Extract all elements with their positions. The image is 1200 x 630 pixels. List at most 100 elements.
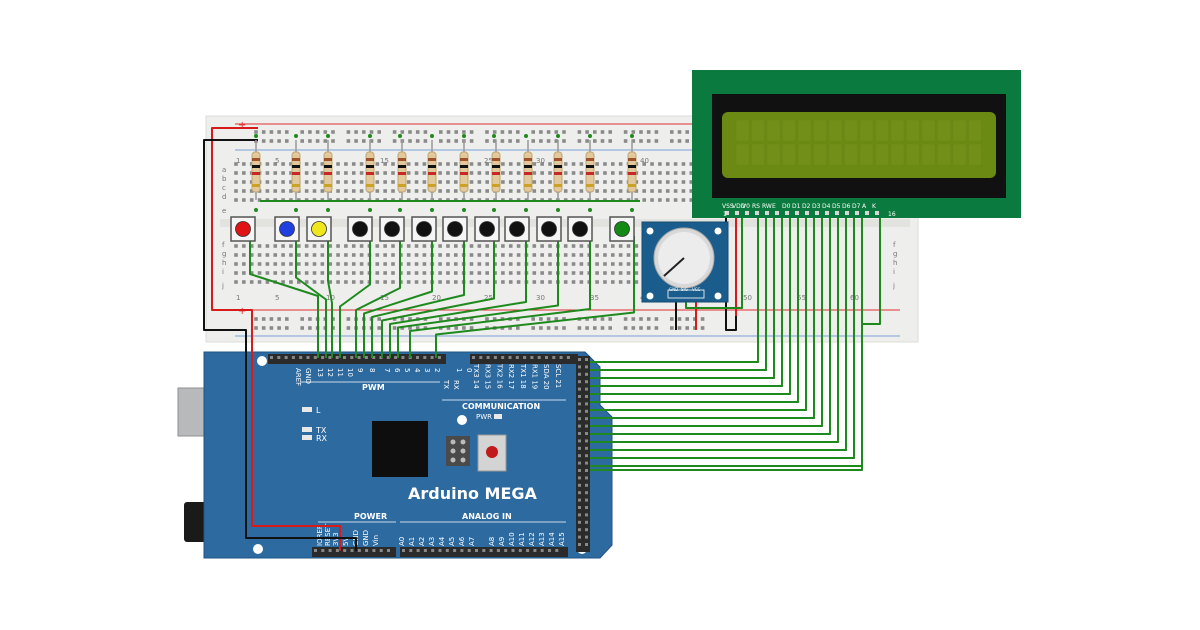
hole xyxy=(650,171,654,175)
header-pin xyxy=(585,365,588,369)
pin-label: A0 xyxy=(398,537,406,546)
hole xyxy=(454,280,458,284)
resistor-band xyxy=(398,172,406,175)
hole xyxy=(634,253,639,257)
resistor-band xyxy=(586,158,594,161)
header-pin xyxy=(578,417,581,421)
rail-hole xyxy=(631,326,636,330)
hole xyxy=(304,171,309,175)
hole xyxy=(249,244,254,248)
hole xyxy=(548,244,552,248)
hole xyxy=(469,271,474,275)
rail-hole xyxy=(308,317,312,321)
rail-hole xyxy=(677,130,682,134)
rail-hole xyxy=(562,317,566,321)
rail-hole xyxy=(485,130,489,134)
hole xyxy=(508,262,513,266)
hole xyxy=(257,271,262,275)
hole xyxy=(540,171,544,175)
lcd-cell xyxy=(844,119,858,142)
header-pin xyxy=(585,432,588,435)
hole xyxy=(265,271,270,275)
hole xyxy=(257,280,262,284)
rail-hole xyxy=(277,326,281,330)
header-pin xyxy=(350,549,354,552)
header-pin xyxy=(578,491,581,495)
rail-hole xyxy=(546,326,551,330)
rail-hole xyxy=(677,326,682,330)
hole xyxy=(626,244,631,248)
hole xyxy=(501,244,505,248)
rail-hole xyxy=(546,317,551,321)
lcd-cell xyxy=(828,119,843,142)
hole xyxy=(257,198,262,202)
led-rx xyxy=(302,435,312,440)
hole xyxy=(242,244,246,248)
pin-label: 13 xyxy=(316,368,324,377)
rail-hole xyxy=(462,130,466,134)
rail-hole xyxy=(492,130,497,134)
lcd-pin xyxy=(875,211,879,215)
resistor-band xyxy=(428,184,436,187)
hole xyxy=(595,171,599,175)
header-pin xyxy=(357,356,361,359)
hole xyxy=(642,162,646,166)
hole xyxy=(563,189,568,193)
push-button xyxy=(442,216,468,242)
hole xyxy=(383,244,387,248)
header-pin xyxy=(540,549,544,552)
hole xyxy=(344,271,348,275)
hole xyxy=(469,244,474,248)
hole xyxy=(336,271,340,275)
lcd-cell xyxy=(952,119,967,142)
header-pin xyxy=(578,528,581,532)
hole xyxy=(532,189,537,193)
hole xyxy=(406,189,411,193)
wire-button-8 xyxy=(381,236,495,358)
rail-hole xyxy=(693,326,697,330)
pin-label: SCL 21 xyxy=(554,364,562,388)
arduino-mega-board: L TX RX PWR Arduino MEGA PWM COMMUNICATI… xyxy=(177,351,613,559)
rail-hole xyxy=(516,130,520,134)
push-button-cap-black xyxy=(541,221,557,237)
hole xyxy=(289,271,293,275)
rail-hole xyxy=(562,139,566,143)
header-pin xyxy=(585,469,588,472)
rail-hole xyxy=(346,139,351,143)
hole xyxy=(571,171,576,175)
resistor-band xyxy=(524,165,532,168)
hole xyxy=(414,189,419,193)
wire-lcd-k xyxy=(590,212,881,471)
hole xyxy=(391,280,395,284)
resistor-band xyxy=(492,184,500,187)
hole xyxy=(681,162,686,166)
lcd-pin xyxy=(815,211,819,215)
hole xyxy=(516,262,521,266)
hole xyxy=(406,271,411,275)
rail-hole xyxy=(331,139,335,143)
hole xyxy=(665,198,670,202)
hole xyxy=(501,280,505,284)
rail-hole xyxy=(677,317,682,321)
hole xyxy=(234,180,238,184)
rail-hole xyxy=(423,326,428,330)
hole xyxy=(532,280,537,284)
hole xyxy=(516,180,521,184)
hole xyxy=(438,271,442,275)
push-button-cap-black xyxy=(416,221,432,237)
wire-button-11 xyxy=(409,236,591,358)
hole xyxy=(532,253,537,257)
hole xyxy=(336,253,340,257)
rail-hole xyxy=(531,139,535,143)
column-number: 5 xyxy=(275,157,279,165)
hole xyxy=(681,189,686,193)
pin-label: TX3 14 xyxy=(472,363,480,389)
pot-hole xyxy=(646,292,654,300)
rail-hole xyxy=(261,130,266,134)
resistor-band xyxy=(460,165,468,168)
lcd-cell xyxy=(766,119,781,142)
hole xyxy=(351,180,356,184)
hole xyxy=(579,162,584,166)
hole xyxy=(548,189,552,193)
mount-hole xyxy=(253,544,263,554)
